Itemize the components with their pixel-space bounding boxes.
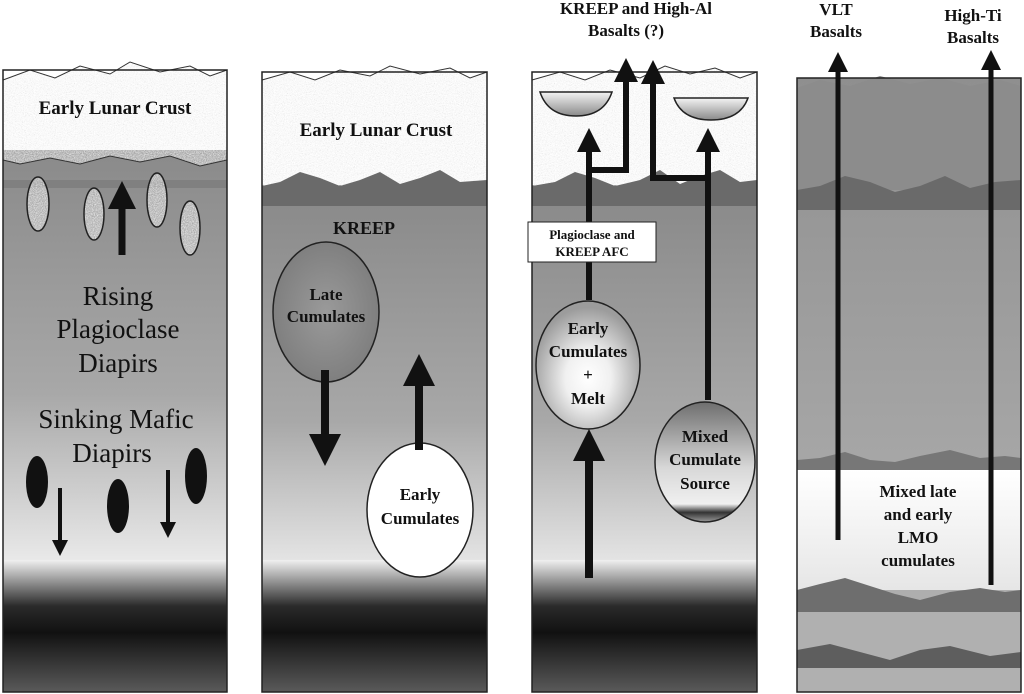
afc-label-box xyxy=(527,221,657,263)
p1-rising-line-3: Diapirs xyxy=(78,348,157,378)
p4-lmo-line-3: LMO xyxy=(898,528,939,547)
p3-crust xyxy=(531,65,758,187)
p3-mixed-line-2: Cumulate xyxy=(669,450,741,469)
p4-hiti-line-1: High-Ti xyxy=(944,6,1002,25)
mafic-diapir xyxy=(185,448,207,504)
p4-lmo-line-1: Mixed late xyxy=(880,482,957,501)
p4-frame xyxy=(796,77,1022,693)
p4-lower-band xyxy=(797,578,1021,612)
kreep-basalt-path xyxy=(589,58,638,173)
basalt-pond xyxy=(538,91,614,117)
p4-vlt-line-1: VLT xyxy=(819,0,853,19)
p4-lmo-line-4: cumulates xyxy=(881,551,955,570)
panel-2: Early Lunar Crust KREEP Late Cumulates E… xyxy=(261,65,488,693)
p2-frame xyxy=(261,71,488,693)
plagioclase-diapir xyxy=(26,176,50,232)
p4-kreep-band xyxy=(797,176,1021,210)
p3-mixed-line-3: Source xyxy=(680,474,730,493)
plagioclase-diapir xyxy=(146,172,168,228)
p1-sinking-line-2: Diapirs xyxy=(72,438,151,468)
basalt-pond xyxy=(672,97,750,121)
high-al-basalt-path xyxy=(641,60,711,400)
p4-lmo-line-2: and early xyxy=(884,505,953,524)
p3-afc-line-2: KREEP AFC xyxy=(555,244,628,259)
p4-hiti-line-2: Basalts xyxy=(947,28,999,47)
p3-early-line-1: Early xyxy=(568,319,609,338)
p3-lower-layer xyxy=(532,560,757,692)
p2-early-line-1: Early xyxy=(400,485,441,504)
p1-frame xyxy=(2,69,228,693)
p1-crust-label: Early Lunar Crust xyxy=(39,98,192,119)
p3-top-line-2: Basalts (?) xyxy=(588,21,664,40)
p3-early-line-4: Melt xyxy=(571,389,605,408)
p4-vlt-line-2: Basalts xyxy=(810,22,862,41)
mafic-diapir xyxy=(107,479,129,533)
p3-early-line-2: Cumulates xyxy=(549,342,628,361)
p2-early-line-2: Cumulates xyxy=(381,509,460,528)
p3-mixed-line-1: Mixed xyxy=(682,427,729,446)
p1-rising-line-2: Plagioclase xyxy=(57,314,180,344)
p3-afc-line-1: Plagioclase and xyxy=(549,227,635,242)
p2-crust-label: Early Lunar Crust xyxy=(300,120,453,141)
panel-3: Plagioclase and KREEP AFC KREEP and High… xyxy=(527,0,758,693)
mixed-cumulate-source-body xyxy=(654,401,756,523)
p2-late-line-2: Cumulates xyxy=(287,307,366,326)
p4-deep-band xyxy=(797,644,1021,668)
p1-sinking-line-1: Sinking Mafic xyxy=(38,404,193,434)
p2-lower-layer xyxy=(262,560,487,692)
p3-top-line-1: KREEP and High-Al xyxy=(560,0,712,18)
panel-1: Early Lunar Crust Rising Plagioclase Dia… xyxy=(2,61,228,693)
p1-lower-layer xyxy=(3,560,227,692)
p4-mixed-zone xyxy=(797,470,1021,590)
p3-early-line-3: + xyxy=(583,365,593,384)
plagioclase-diapir xyxy=(83,187,105,241)
panel-4: VLT Basalts High-Ti Basalts Mixed late a… xyxy=(796,0,1022,693)
mafic-diapir xyxy=(26,456,48,508)
p4-upper-layer xyxy=(797,76,1021,190)
p2-late-line-1: Late xyxy=(309,285,343,304)
p4-mid-band xyxy=(797,450,1021,470)
p2-kreep-label: KREEP xyxy=(333,218,395,238)
p1-rising-line-1: Rising xyxy=(83,281,154,311)
plagioclase-diapir xyxy=(179,200,201,256)
p2-kreep-band xyxy=(262,170,487,206)
